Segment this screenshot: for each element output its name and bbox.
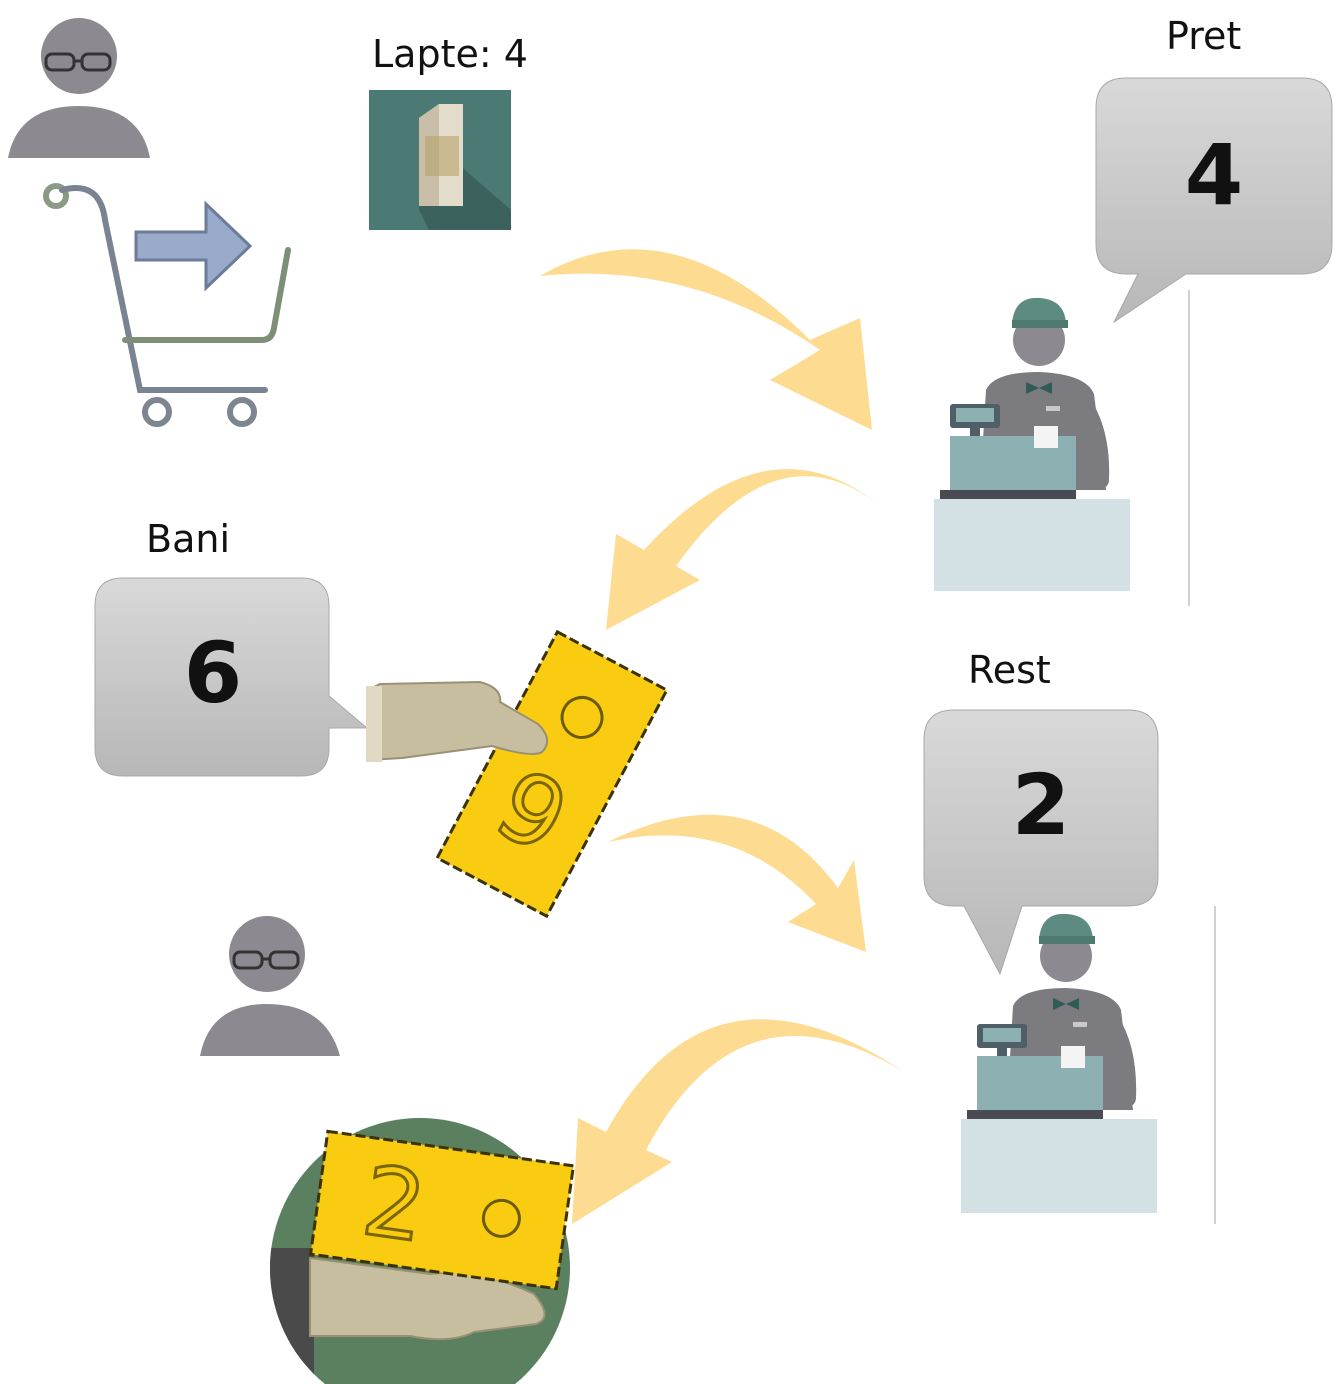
money-value: 6 [183, 624, 243, 722]
product-label: Lapte: 4 [372, 32, 528, 76]
change-title: Rest [968, 648, 1051, 692]
customer-icon-bottom [200, 916, 340, 1056]
arrow-cashier-to-customer [606, 469, 878, 630]
price-value: 4 [1184, 126, 1244, 224]
hand-receiving-change-icon: 2 [270, 1118, 576, 1384]
money-title: Bani [146, 517, 230, 561]
arrow-payment-to-cashier [608, 814, 866, 952]
change-speech-bubble [923, 709, 1159, 976]
price-speech-bubble [1095, 77, 1333, 324]
hand-paying-icon: 6 [366, 629, 669, 919]
cashier-icon-top [934, 290, 1190, 606]
customer-icon-top [8, 18, 150, 158]
milk-carton-icon [369, 90, 511, 230]
money-speech-bubble [94, 577, 369, 777]
shopping-cart-icon [43, 183, 291, 427]
change-value: 2 [1011, 756, 1071, 854]
arrow-change-to-customer [572, 1019, 904, 1224]
price-title: Pret [1166, 14, 1242, 58]
arrow-product-to-cashier [540, 249, 872, 430]
cashier-icon-bottom [961, 906, 1216, 1224]
